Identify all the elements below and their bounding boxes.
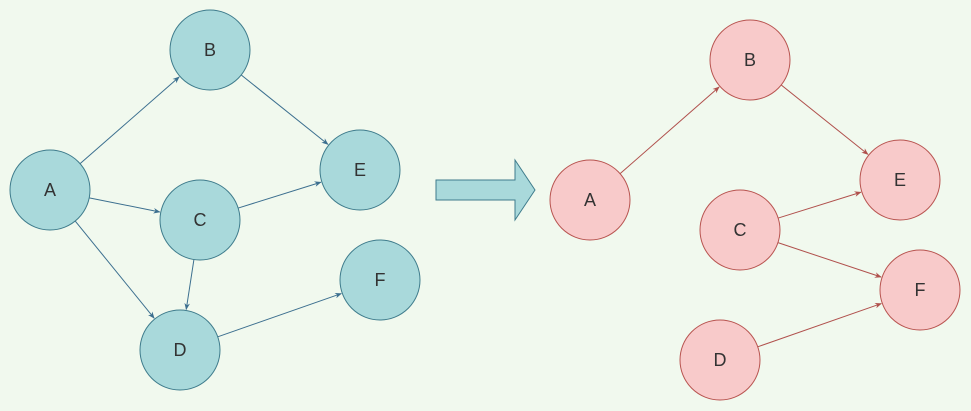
left-edge-a-to-c: [89, 197, 161, 214]
left-graph-edges: [74, 74, 342, 338]
left-node-d: D: [139, 309, 221, 391]
left-graph: A B C D E F: [9, 9, 421, 391]
left-edge-a-to-b: [79, 76, 180, 165]
right-node-f: F: [879, 249, 961, 331]
left-node-b-circle: [169, 9, 251, 91]
right-edge-d-to-f: [757, 302, 882, 348]
right-node-b: B: [709, 19, 791, 101]
right-node-c-label: C: [734, 220, 747, 240]
left-node-c-circle: [159, 179, 241, 261]
right-node-c: C: [699, 189, 781, 271]
right-edge-a-to-b: [619, 86, 720, 175]
left-node-f: F: [339, 239, 421, 321]
left-node-b-label: B: [204, 40, 216, 60]
right-node-b-circle: [709, 19, 791, 101]
left-node-d-circle: [139, 309, 221, 391]
left-node-a-circle: [9, 149, 91, 231]
right-node-e-label: E: [894, 170, 906, 190]
right-node-a-label: A: [584, 190, 596, 210]
right-node-a-circle: [549, 159, 631, 241]
right-arrow-icon: [435, 158, 536, 222]
left-edge-c-to-d: [184, 259, 195, 311]
left-node-e: E: [319, 129, 401, 211]
left-node-a-label: A: [44, 180, 56, 200]
right-node-d: D: [679, 319, 761, 401]
left-edge-c-to-e: [238, 181, 322, 209]
right-node-d-circle: [679, 319, 761, 401]
right-node-f-label: F: [915, 280, 926, 300]
left-node-c: C: [159, 179, 241, 261]
right-edge-c-to-e: [778, 191, 862, 219]
right-graph-edges: [619, 84, 882, 348]
transition-arrow: [435, 158, 536, 222]
right-node-e: E: [859, 139, 941, 221]
right-graph: A B C D E F: [549, 19, 961, 401]
right-node-e-circle: [859, 139, 941, 221]
left-node-c-label: C: [194, 210, 207, 230]
left-node-e-circle: [319, 129, 401, 211]
left-graph-nodes: A B C D E F: [9, 9, 421, 391]
left-node-a: A: [9, 149, 91, 231]
right-edge-c-to-f: [777, 242, 882, 278]
left-node-b: B: [169, 9, 251, 91]
left-edge-a-to-d: [74, 220, 155, 319]
left-node-f-circle: [339, 239, 421, 321]
left-edge-d-to-f: [217, 292, 342, 338]
left-edge-b-to-e: [240, 74, 329, 145]
right-node-a: A: [549, 159, 631, 241]
left-node-e-label: E: [354, 160, 366, 180]
right-node-d-label: D: [714, 350, 727, 370]
right-node-c-circle: [699, 189, 781, 271]
right-node-f-circle: [879, 249, 961, 331]
right-node-b-label: B: [744, 50, 756, 70]
left-node-f-label: F: [375, 270, 386, 290]
right-graph-nodes: A B C D E F: [549, 19, 961, 401]
right-edge-b-to-e: [780, 84, 869, 155]
left-node-d-label: D: [174, 340, 187, 360]
